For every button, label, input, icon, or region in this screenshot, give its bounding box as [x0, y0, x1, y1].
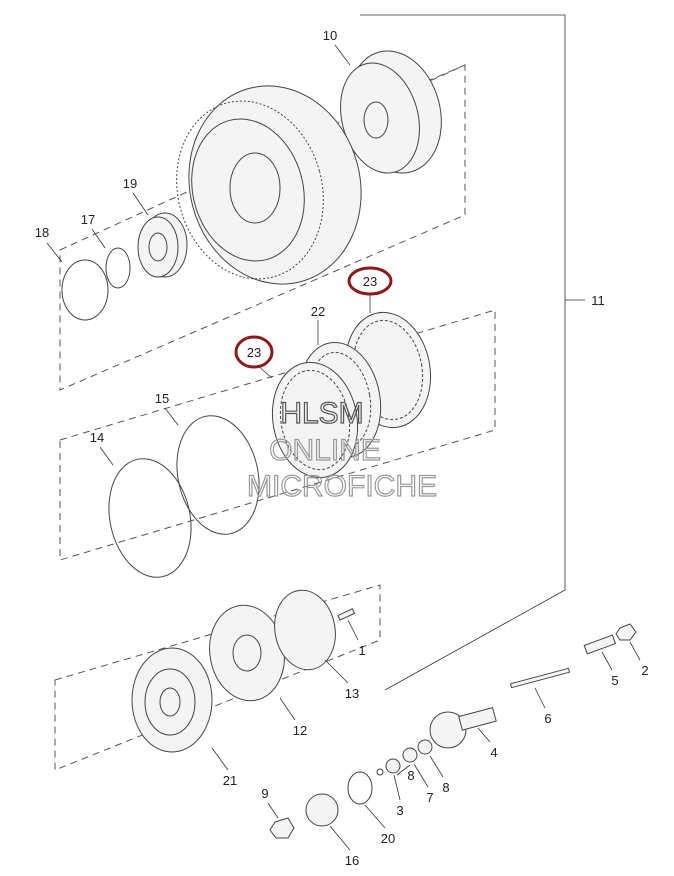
callout-10[interactable]: 10: [323, 28, 337, 43]
part-10-clutch-hub[interactable]: [329, 40, 455, 183]
part-8-washer[interactable]: [417, 739, 433, 755]
watermark-line-1: HLSM: [280, 397, 363, 430]
callout-11[interactable]: 11: [591, 293, 605, 308]
callout-2[interactable]: 2: [641, 663, 648, 678]
callout-1[interactable]: 1: [358, 643, 365, 658]
callout-5[interactable]: 5: [611, 673, 618, 688]
part-4-release-ramp[interactable]: [429, 706, 497, 749]
callout-6[interactable]: 6: [544, 711, 551, 726]
part-9-nut[interactable]: [269, 817, 295, 839]
highlight-circle-23-lower: [234, 335, 274, 369]
callout-20[interactable]: 20: [381, 831, 395, 846]
part-23-friction-plate-front[interactable]: [264, 356, 367, 485]
part-14-ring[interactable]: [98, 451, 201, 585]
part-21-pressure-plate[interactable]: [131, 647, 213, 753]
callout-7[interactable]: 7: [426, 790, 433, 805]
callout-8-a[interactable]: 8: [407, 768, 414, 783]
part-13-spring-plate[interactable]: [269, 585, 342, 674]
callout-8-b[interactable]: 8: [442, 780, 449, 795]
callout-3[interactable]: 3: [396, 803, 403, 818]
part-20-retaining-ring[interactable]: [347, 771, 373, 805]
callout-21[interactable]: 21: [223, 773, 237, 788]
part-19-bearing[interactable]: [137, 212, 188, 278]
callout-17[interactable]: 17: [81, 212, 95, 227]
callout-12[interactable]: 12: [293, 723, 307, 738]
part-7-bearing[interactable]: [402, 747, 418, 763]
callout-22[interactable]: 22: [311, 304, 325, 319]
callout-13[interactable]: 13: [345, 686, 359, 701]
part-6-pushrod[interactable]: [509, 667, 571, 689]
callout-23-upper[interactable]: 23: [363, 274, 377, 289]
part-16-cam[interactable]: [305, 793, 339, 827]
assembly-bracket-11: [360, 14, 566, 691]
callout-18[interactable]: 18: [35, 225, 49, 240]
callout-14[interactable]: 14: [90, 430, 104, 445]
part-2-nut[interactable]: [615, 623, 637, 641]
callout-9[interactable]: 9: [261, 786, 268, 801]
highlight-circle-23-upper: [347, 266, 393, 296]
part-1-screw[interactable]: [337, 608, 356, 621]
part-8-washer-2[interactable]: [385, 758, 401, 774]
callout-4[interactable]: 4: [490, 745, 497, 760]
part-clutch-shell: [176, 85, 362, 285]
watermark-line-3: MICROFICHE: [247, 470, 437, 503]
dashed-group-top: [59, 64, 466, 391]
callout-16[interactable]: 16: [345, 853, 359, 868]
callout-15[interactable]: 15: [155, 391, 169, 406]
dashed-group-bottom: [54, 584, 381, 771]
part-5-adjusting-screw[interactable]: [583, 634, 617, 655]
part-18-snap-ring[interactable]: [61, 259, 109, 321]
callout-19[interactable]: 19: [123, 176, 137, 191]
part-17-retaining-ring[interactable]: [105, 247, 131, 289]
part-3-ball[interactable]: [376, 768, 384, 776]
watermark-line-2: ONLINE: [269, 434, 381, 467]
leader-lines: [46, 44, 641, 851]
callout-23-lower[interactable]: 23: [247, 345, 261, 360]
